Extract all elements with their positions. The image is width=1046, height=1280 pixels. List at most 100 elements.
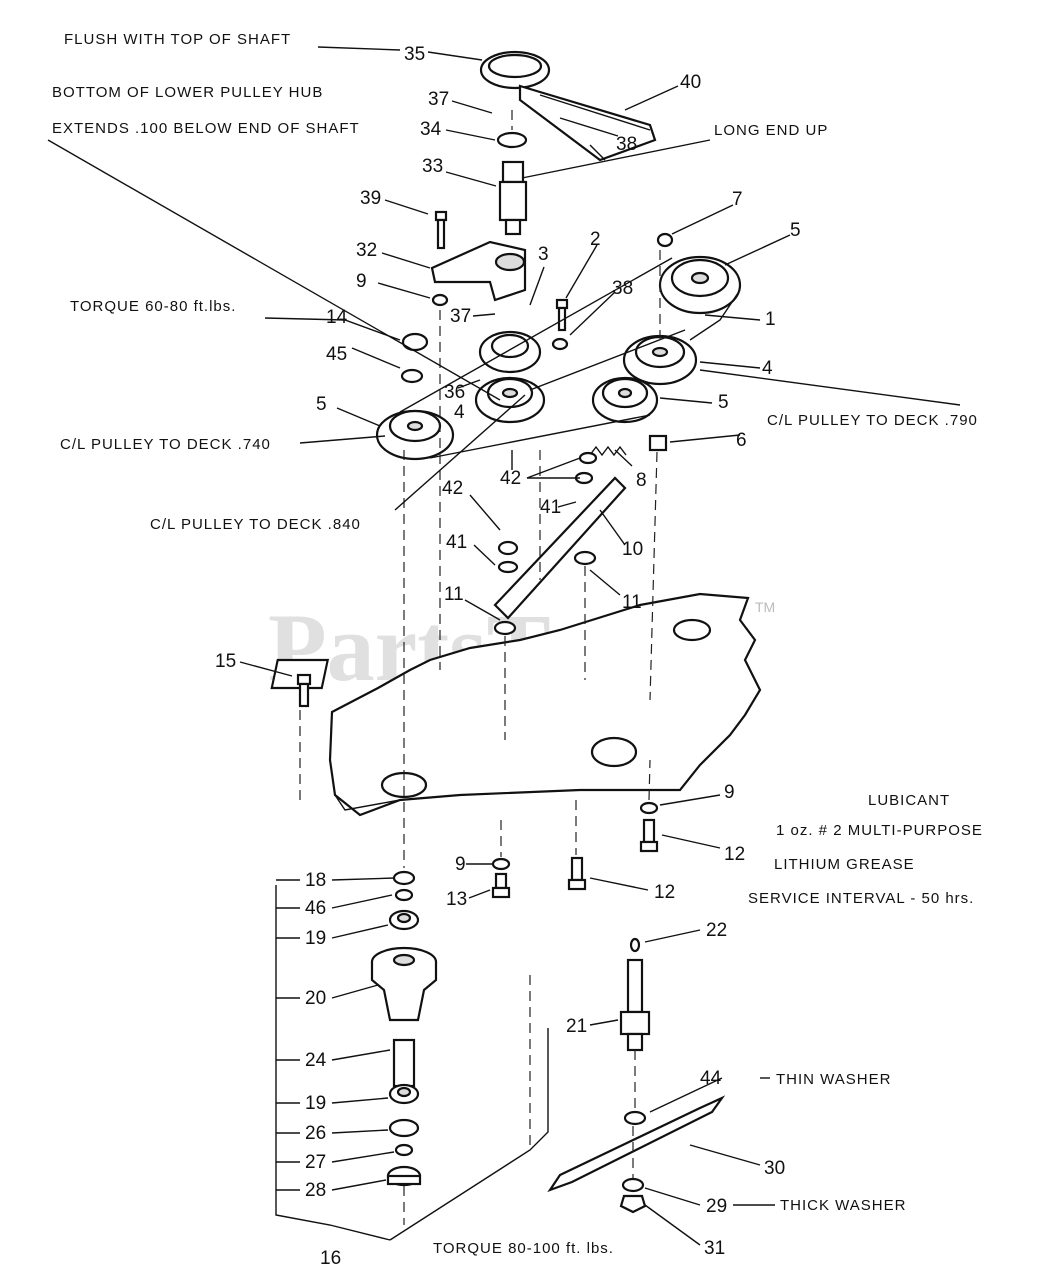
callout-21: 21 — [566, 1016, 587, 1037]
callout-41b: 41 — [446, 532, 467, 553]
callout-4b: 4 — [762, 358, 773, 379]
leader-lines — [47, 46, 961, 1246]
bearing-19-bottom — [388, 1083, 420, 1105]
callout-31: 31 — [704, 1238, 725, 1259]
callout-7: 7 — [732, 189, 743, 210]
note-lithium: LITHIUM GREASE — [774, 856, 915, 873]
drive-belt-1 — [399, 257, 741, 459]
callout-3: 38 — [612, 278, 633, 299]
callout-22: 22 — [706, 920, 727, 941]
callout-5a: 5 — [790, 220, 801, 241]
bearing-19-top — [388, 909, 420, 931]
bolt-39 — [434, 210, 448, 250]
washer-9-top — [431, 293, 449, 307]
seal-26 — [388, 1118, 420, 1138]
cap-28 — [386, 1165, 422, 1187]
callout-9a: 9 — [356, 271, 367, 292]
nut-42-left — [497, 540, 519, 556]
spacer-6 — [648, 434, 668, 452]
callout-28: 28 — [305, 1180, 326, 1201]
callout-6: 6 — [736, 430, 747, 451]
callout-42b: 42 — [442, 478, 463, 499]
note-lub-oz: 1 oz. # 2 MULTI-PURPOSE — [776, 822, 983, 839]
callout-40: 40 — [680, 72, 701, 93]
callout-14: 14 — [326, 307, 348, 328]
callout-24: 24 — [305, 1050, 327, 1071]
note-extends: EXTENDS .100 BELOW END OF SHAFT — [52, 120, 360, 137]
ring-46 — [394, 888, 414, 902]
washer-44-thin — [623, 1110, 647, 1126]
idler-arm-assembly — [479, 50, 657, 162]
callout-37: 37 — [428, 89, 449, 110]
bracket-line-16 — [275, 885, 391, 1241]
callout-38: 38 — [616, 134, 637, 155]
callout-27: 27 — [305, 1152, 326, 1173]
callout-46: 46 — [305, 898, 326, 919]
alignment-lines — [299, 110, 661, 1225]
callout-18: 18 — [305, 870, 326, 891]
callout-numbers: 35 40 37 34 38 33 39 32 9 7 5 2 3 38 1 3… — [215, 44, 801, 1269]
callout-9b: 9 — [724, 782, 735, 803]
callout-20: 20 — [305, 988, 326, 1009]
spacer-24 — [392, 1038, 416, 1088]
pulley-4-center — [474, 376, 546, 424]
note-bottom-hub: BOTTOM OF LOWER PULLEY HUB — [52, 84, 324, 101]
spring-8 — [589, 445, 627, 457]
washer-41-left — [497, 560, 519, 574]
washer-9-center — [491, 857, 511, 871]
pulley-5-right — [658, 255, 742, 315]
callout-15: 15 — [215, 651, 236, 672]
callout-19b: 19 — [305, 1093, 326, 1114]
ring-27 — [394, 1143, 414, 1157]
pulley-4-right — [622, 334, 698, 386]
bolt-13 — [491, 872, 511, 899]
callout-1: 1 — [765, 309, 776, 330]
callout-16: 16 — [320, 1248, 341, 1269]
note-flush: FLUSH WITH TOP OF SHAFT — [64, 31, 292, 48]
callout-34: 34 — [420, 119, 442, 140]
callout-38b: 3 — [538, 244, 549, 265]
bolt-15 — [296, 673, 312, 708]
note-cl-840: C/L PULLEY TO DECK .840 — [150, 516, 361, 533]
callout-44: 44 — [700, 1068, 722, 1089]
bracket-line-21 — [389, 1028, 549, 1241]
callout-26: 26 — [305, 1123, 326, 1144]
deck-spindle-hole-center — [590, 736, 638, 768]
bushing-11-right — [573, 550, 597, 566]
callout-36: 36 — [444, 382, 465, 403]
bolt-12-right — [639, 818, 659, 853]
bolt-2 — [555, 298, 569, 332]
note-torque-80: TORQUE 80-100 ft. lbs. — [433, 1240, 614, 1257]
callout-33: 33 — [422, 156, 443, 177]
blade-30 — [547, 1095, 726, 1193]
note-cl-740: C/L PULLEY TO DECK .740 — [60, 436, 271, 453]
bushing-11-left — [493, 620, 517, 636]
callout-13: 13 — [446, 889, 467, 910]
callout-42a: 42 — [500, 468, 521, 489]
note-long-end-up: LONG END UP — [714, 122, 829, 139]
callout-30: 30 — [764, 1158, 785, 1179]
washer-9-right — [639, 801, 659, 815]
callout-4a: 4 — [454, 402, 465, 423]
callout-11a: 11 — [622, 592, 642, 613]
spindle-shaft-21 — [619, 958, 651, 1052]
pulley-5-left — [375, 409, 455, 461]
pulley-5-middle — [591, 376, 659, 424]
watermark-tm: TM — [755, 599, 775, 615]
callout-39: 39 — [360, 188, 381, 209]
note-lubricant: LUBICANT — [868, 792, 951, 809]
washer-45 — [400, 368, 424, 384]
callout-12a: 12 — [724, 844, 745, 865]
deck-spindle-hole-right — [672, 618, 712, 642]
nut-42-right — [578, 451, 598, 465]
nut-7 — [656, 232, 674, 248]
callout-2: 2 — [590, 229, 601, 250]
nut-31 — [619, 1194, 647, 1214]
callout-29: 29 — [706, 1196, 727, 1217]
callout-8: 8 — [636, 470, 647, 491]
callout-11b: 11 — [444, 584, 464, 605]
washer-29-thick — [621, 1177, 645, 1193]
bracket-32 — [430, 240, 527, 302]
nut-14 — [401, 332, 429, 352]
